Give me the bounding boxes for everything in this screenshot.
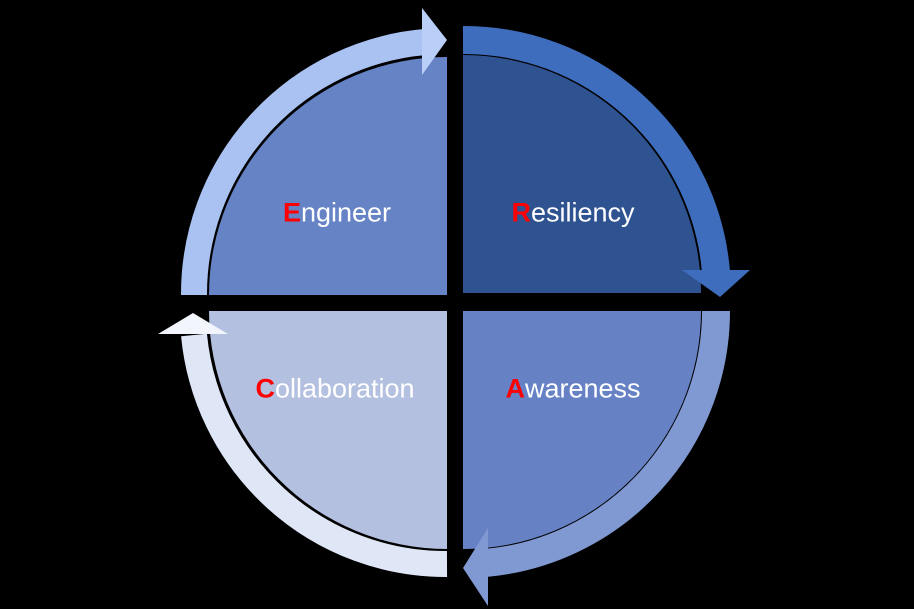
label-rest: esiliency [530,197,635,228]
label-initial: A [505,373,525,404]
arrow-head-engineer [422,8,447,75]
ring-arc-collaboration [181,333,448,578]
ring-arc-resiliency [462,25,730,274]
quadrant-awareness [463,311,701,549]
arrow-head-resiliency [682,270,750,297]
quadrant-engineer [209,57,447,295]
label-engineer: Engineer [283,198,391,229]
label-awareness: Awareness [505,374,640,405]
label-collaboration: Collaboration [255,374,414,405]
label-initial: C [255,373,275,404]
label-resiliency: Resiliency [511,198,634,229]
label-initial: R [511,197,531,228]
quadrant-resiliency [463,55,701,293]
arrow-head-awareness [463,528,488,606]
label-rest: wareness [524,373,641,404]
label-rest: ollaboration [274,373,415,404]
label-initial: E [282,197,301,228]
quadrant-collaboration [209,311,447,549]
ring-arc-engineer [180,29,427,296]
label-rest: ngineer [300,197,392,228]
arrow-head-collaboration [158,313,228,334]
ring-arc-awareness [483,310,730,577]
